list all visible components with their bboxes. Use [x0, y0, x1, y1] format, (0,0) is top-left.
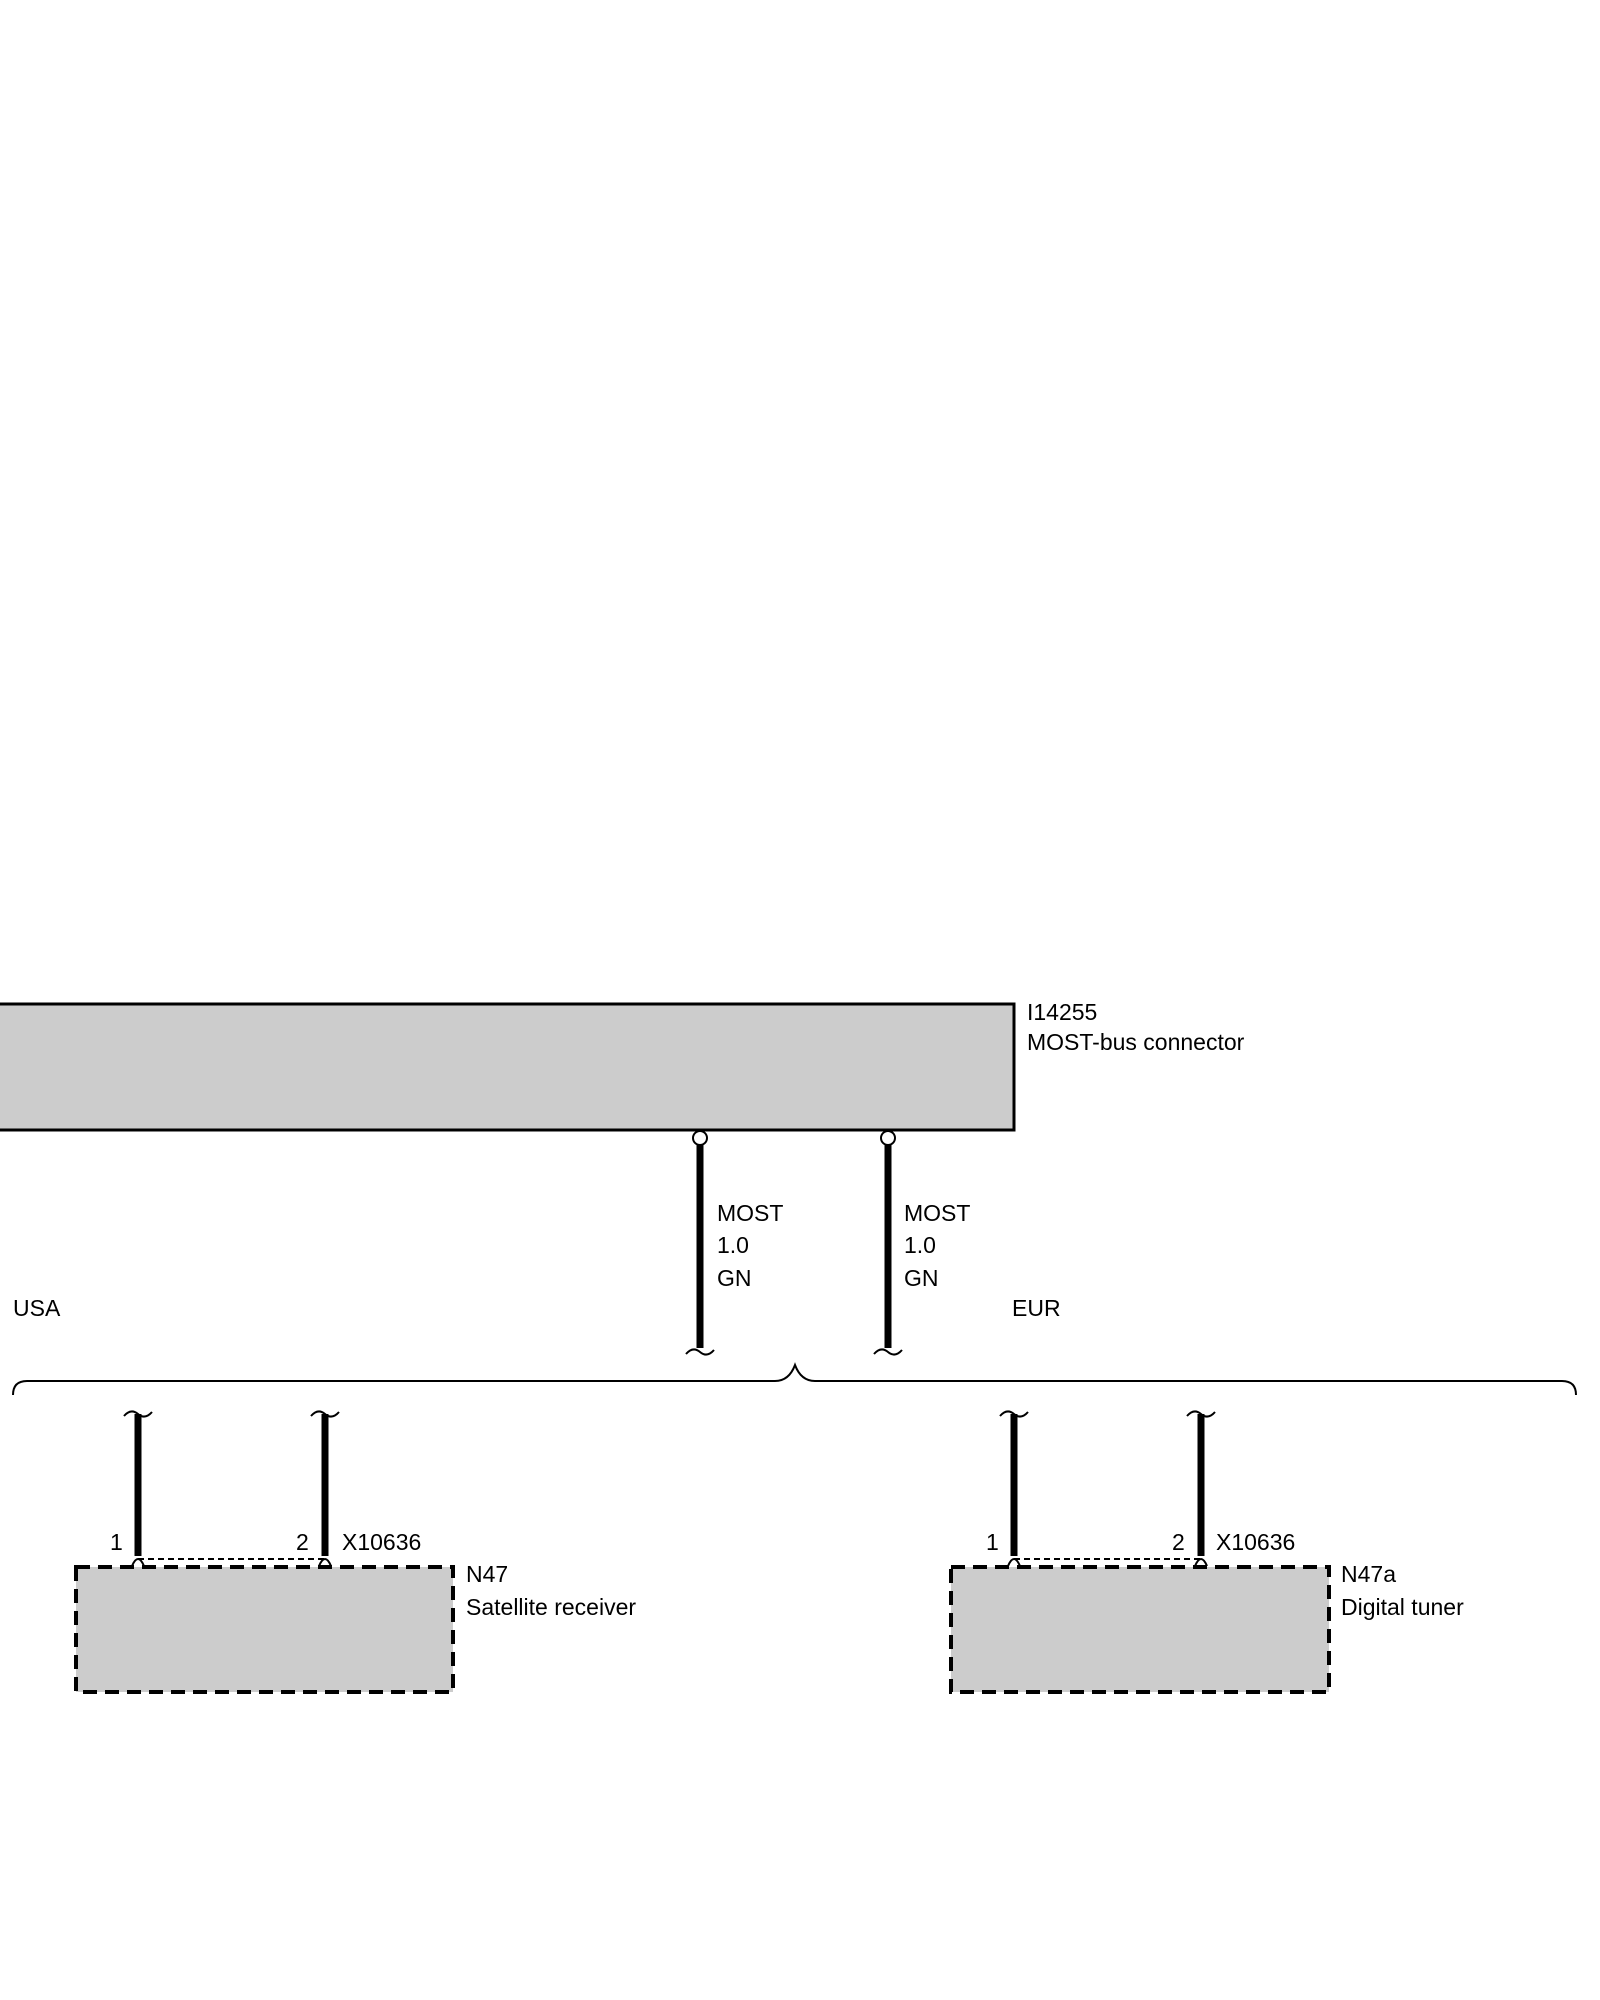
n47a-id: N47a: [1341, 1561, 1396, 1587]
n47a-pin-2: 2: [1172, 1529, 1185, 1555]
n47a-pin-1: 1: [986, 1529, 999, 1555]
n47a-connector: X10636: [1216, 1529, 1295, 1555]
wire-1: MOST 1.0 GN: [685, 1130, 783, 1356]
n47-pin-1: 1: [110, 1529, 123, 1555]
connector-name: MOST-bus connector: [1027, 1029, 1245, 1055]
module-n47: 1 2 X10636 N47 Satellite receiver: [74, 1410, 636, 1694]
n47-name: Satellite receiver: [466, 1594, 636, 1620]
connector-id: I14255: [1027, 999, 1097, 1025]
module-n47a: 1 2 X10636 N47a Digital tuner: [949, 1410, 1464, 1694]
wire-2-color: GN: [904, 1265, 939, 1291]
variant-brace: [12, 1362, 1577, 1396]
region-eur: EUR: [1012, 1295, 1061, 1321]
wire-2: MOST 1.0 GN: [873, 1130, 970, 1356]
wire-1-color: GN: [717, 1265, 752, 1291]
wire-1-type: MOST: [717, 1200, 783, 1226]
wire-2-type: MOST: [904, 1200, 970, 1226]
region-usa: USA: [13, 1295, 61, 1321]
most-bus-connector-box: [0, 1002, 1016, 1132]
wire-2-size: 1.0: [904, 1232, 936, 1258]
n47-pin-2: 2: [296, 1529, 309, 1555]
n47a-name: Digital tuner: [1341, 1594, 1464, 1620]
n47-id: N47: [466, 1561, 508, 1587]
n47-connector: X10636: [342, 1529, 421, 1555]
wire-1-size: 1.0: [717, 1232, 749, 1258]
